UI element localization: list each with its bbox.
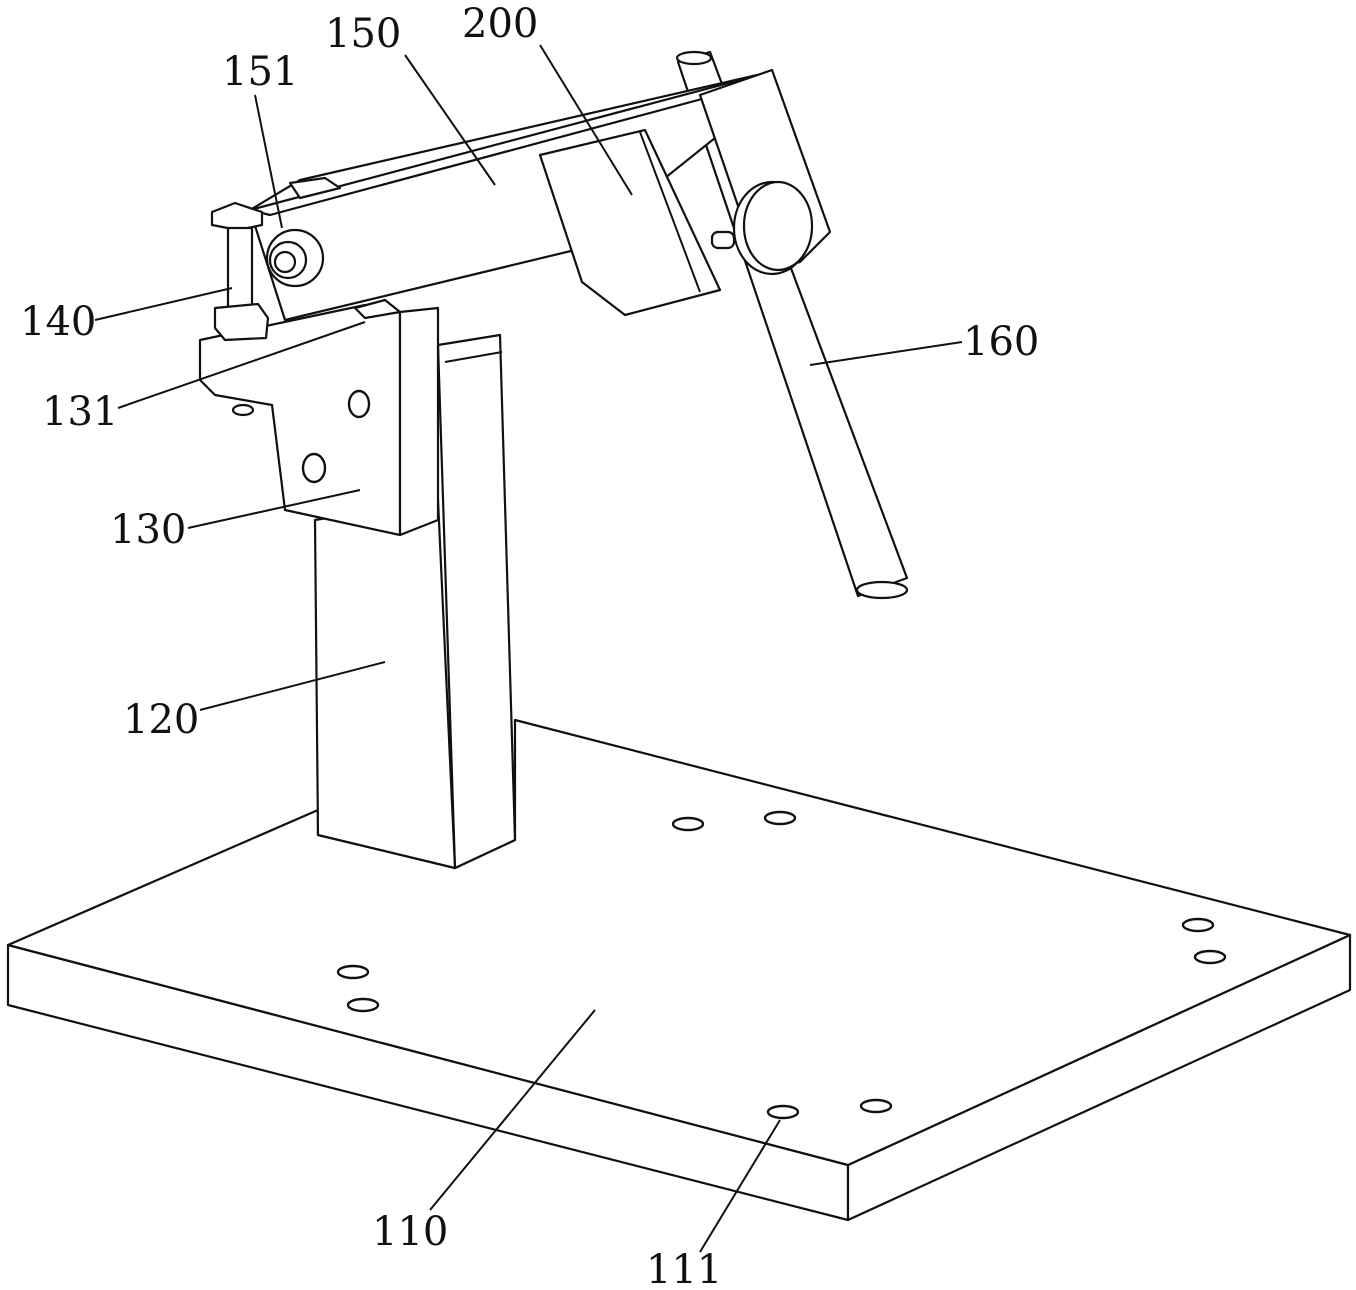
label-150: 150 (325, 11, 402, 57)
label-151: 151 (222, 49, 299, 95)
label-160: 160 (963, 319, 1040, 365)
label-140: 140 (20, 299, 97, 345)
label-200: 200 (462, 1, 539, 47)
label-131: 131 (42, 389, 119, 435)
pivot (265, 228, 325, 288)
knob (710, 180, 814, 276)
leader-lines (94, 44, 963, 1253)
label-120: 120 (123, 697, 200, 743)
label-111: 111 (646, 1247, 723, 1290)
bolt (210, 201, 270, 342)
mounting-holes (336, 810, 1227, 1120)
column (313, 333, 517, 870)
base-plate (6, 718, 1352, 1222)
label-130: 130 (110, 507, 187, 553)
block-200 (538, 128, 722, 317)
label-110: 110 (372, 1209, 449, 1255)
